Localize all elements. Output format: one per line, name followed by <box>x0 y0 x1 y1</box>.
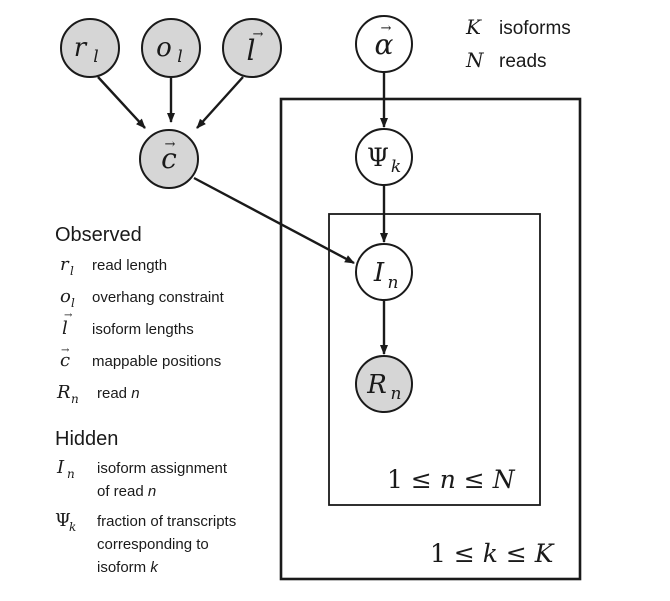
legend-label: overhang constraint <box>92 289 225 306</box>
legend-label: of read n <box>97 483 156 500</box>
edge-l-to-c <box>196 76 244 129</box>
legend-label: read n <box>97 385 140 402</box>
legend-label: fraction of transcripts <box>97 513 236 530</box>
node-read-symbol: R <box>366 370 387 400</box>
node-isoform-assignment-symbol: I <box>373 258 385 288</box>
legend-label: isoform assignment <box>97 460 228 477</box>
node-read-length: r l <box>60 18 120 78</box>
legend-label: mappable positions <box>92 353 221 370</box>
legend-item: Ψ k fraction of transcripts correspondin… <box>55 510 236 576</box>
node-read: R n <box>355 355 413 413</box>
legend-symbol: Ψ <box>55 510 71 531</box>
legend-label: isoform lengths <box>92 321 194 338</box>
plate-legend-label: reads <box>499 51 547 72</box>
legend-item: R n read n <box>56 382 140 406</box>
node-isoform-lengths-symbol: l <box>247 34 256 67</box>
node-mappable-positions-symbol: c <box>161 142 177 175</box>
legend-label: corresponding to <box>97 536 209 553</box>
node-alpha: α → <box>355 15 413 73</box>
node-read-length-subscript: l <box>93 47 98 67</box>
legend-symbol: o <box>60 286 71 307</box>
edge-c-to-i <box>193 176 355 265</box>
inner-plate-label: 1 ≤ n ≤ N <box>387 465 516 494</box>
node-psi: Ψ k <box>355 128 413 186</box>
node-isoform-assignment-subscript: n <box>388 273 399 293</box>
legend-item: c → mappable positions <box>60 345 221 371</box>
plate-legend-symbol: N <box>465 48 485 72</box>
legend-label: isoform k <box>97 559 159 576</box>
node-overhang-subscript: l <box>177 47 182 67</box>
legend-symbol: r <box>60 254 70 275</box>
legend-subscript: n <box>67 467 75 481</box>
vector-arrow-icon: → <box>165 137 176 152</box>
outer-plate-k <box>279 97 582 581</box>
plate-legend-symbol: K <box>465 15 482 39</box>
legend-symbol: c <box>60 350 70 371</box>
node-read-length-symbol: r <box>74 33 88 63</box>
legend-item: I n isoform assignment of read n <box>56 457 228 500</box>
outer-plate-label: 1 ≤ k ≤ K <box>430 539 555 568</box>
legend-symbol: R <box>56 382 71 403</box>
node-isoform-lengths: l → <box>222 18 282 78</box>
node-overhang-constraint: o l <box>141 18 201 78</box>
vector-arrow-icon: → <box>253 27 264 42</box>
legend-item: r l read length <box>60 254 167 278</box>
vector-arrow-icon: → <box>61 345 70 356</box>
hidden-heading: Hidden <box>55 428 118 450</box>
node-psi-symbol: Ψ <box>367 143 389 172</box>
plate-legend-label: isoforms <box>499 18 571 39</box>
legend-item: l → isoform lengths <box>62 310 194 339</box>
legend-subscript: l <box>70 264 74 278</box>
legend-subscript: l <box>71 296 75 310</box>
node-mappable-positions: c → <box>139 129 199 189</box>
vector-arrow-icon: → <box>381 21 392 36</box>
legend-symbol: l <box>62 318 68 339</box>
node-isoform-assignment: I n <box>355 243 413 301</box>
vector-arrow-icon: → <box>64 310 73 321</box>
plate-legend: K isoforms N reads <box>465 15 571 72</box>
node-overhang-symbol: o <box>156 33 172 63</box>
node-alpha-symbol: α <box>375 28 394 61</box>
observed-heading: Observed <box>55 224 142 246</box>
legend-item: o l overhang constraint <box>60 286 225 310</box>
inner-plate-n <box>328 213 541 506</box>
node-psi-subscript: k <box>391 157 401 177</box>
legend-subscript: k <box>69 520 76 534</box>
legend-subscript: n <box>71 392 79 406</box>
node-read-subscript: n <box>391 384 402 404</box>
legend-label: read length <box>92 257 167 274</box>
edge-r-to-c <box>97 76 146 129</box>
legend-symbol: I <box>56 457 65 478</box>
